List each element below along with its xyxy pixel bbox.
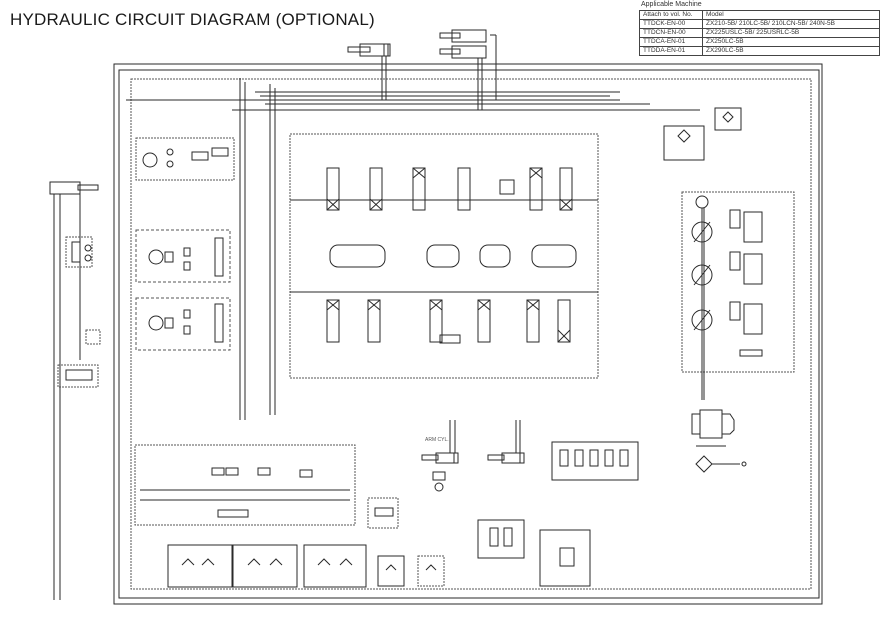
table-row: TTDDA-EN-01 ZX290LC-5B bbox=[639, 46, 880, 56]
top-cylinder-right-double bbox=[439, 29, 497, 110]
spool-row-upper bbox=[326, 167, 573, 211]
solenoid-valve-unit bbox=[551, 441, 639, 481]
arm-cylinder-label: ARM CYL. bbox=[425, 437, 449, 443]
filter bbox=[695, 455, 747, 473]
outer-piping bbox=[113, 63, 823, 605]
page-title: HYDRAULIC CIRCUIT DIAGRAM (OPTIONAL) bbox=[10, 10, 375, 29]
pilot-pump-block bbox=[135, 137, 235, 181]
oil-cooler-tank bbox=[663, 107, 742, 161]
engine bbox=[691, 409, 735, 447]
pilot-valve-manifold bbox=[134, 444, 399, 529]
relief-valve-unit bbox=[477, 519, 591, 587]
second-cylinder bbox=[487, 420, 525, 464]
spool-row-lower bbox=[326, 299, 571, 344]
travel-motor-block-upper bbox=[135, 229, 231, 283]
pilot-control-levers bbox=[167, 544, 445, 588]
arm-cylinder bbox=[421, 420, 459, 464]
top-cylinder-left bbox=[347, 43, 391, 100]
applicable-machine-table: Attach to vol. No. Model TTDCK-EN-00 ZX2… bbox=[639, 10, 880, 56]
applicable-machine-caption: Applicable Machine bbox=[641, 1, 702, 8]
left-cylinder bbox=[49, 181, 101, 600]
main-pumps bbox=[681, 191, 795, 400]
table-cell-model: ZX290LC-5B bbox=[702, 46, 880, 56]
travel-motor-block-lower bbox=[135, 297, 231, 351]
accumulator bbox=[432, 471, 446, 492]
control-valve-block bbox=[289, 133, 599, 379]
